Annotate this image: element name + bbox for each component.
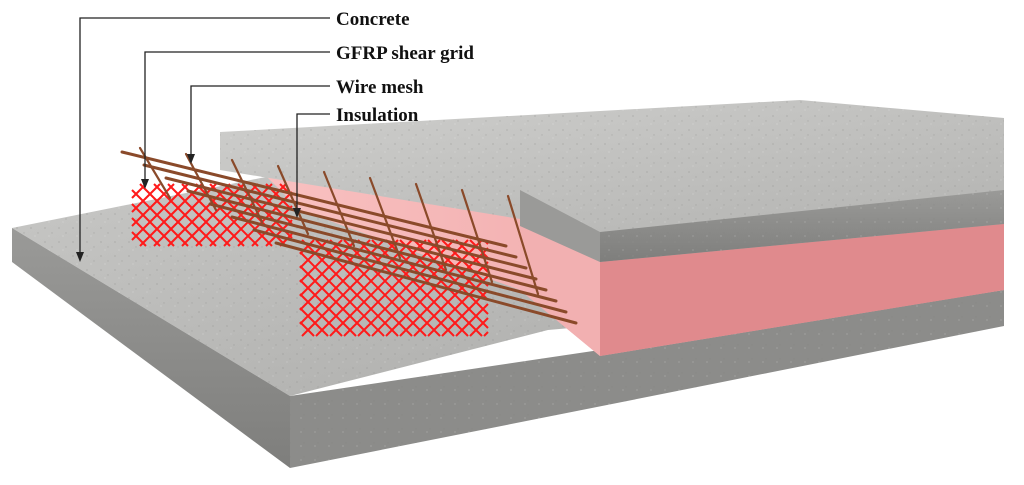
label-concrete: Concrete xyxy=(336,9,410,30)
label-wire-mesh: Wire mesh xyxy=(336,77,424,98)
wire-mesh xyxy=(120,146,578,325)
leader-lines xyxy=(76,17,330,262)
label-gfrp-shear-grid: GFRP shear grid xyxy=(336,43,474,64)
top-concrete-slab xyxy=(220,100,1004,262)
label-insulation: Insulation xyxy=(336,105,419,126)
